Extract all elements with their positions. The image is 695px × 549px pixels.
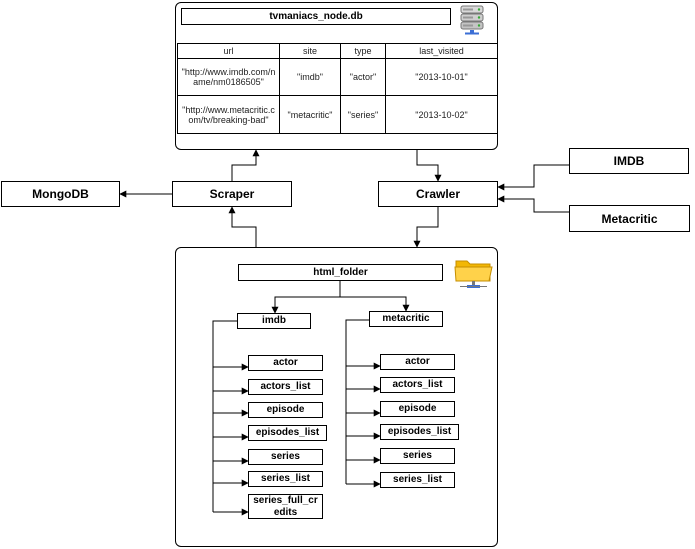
- arrow-root-to-metacritic: [340, 296, 410, 312]
- cell-site: "metacritic": [279, 95, 341, 134]
- html-folder-root: html_folder: [238, 264, 443, 281]
- folder-network-icon: [454, 260, 493, 288]
- mongodb-node: MongoDB: [1, 181, 120, 207]
- table-row: "http://www.metacritic.com/tv/breaking-b…: [177, 95, 498, 134]
- metacritic-item-episode: episode: [380, 401, 455, 417]
- metacritic-item-episodes-list: episodes_list: [380, 424, 459, 440]
- metacritic-item-series-list: series_list: [380, 472, 455, 488]
- arrow-scraper-to-database: [231, 149, 260, 181]
- arrow-root-to-imdb: [271, 281, 341, 314]
- arrow-imdb-to-crawler: [497, 164, 569, 191]
- imdb-source-node: IMDB: [569, 148, 689, 174]
- cell-type: "series": [340, 95, 386, 134]
- metacritic-item-actors-list: actors_list: [380, 377, 455, 393]
- arrow-folder-to-scraper: [228, 206, 257, 247]
- cell-type: "actor": [340, 58, 386, 96]
- cell-last-visited: "2013-10-01": [385, 58, 498, 96]
- database-icon: [460, 5, 484, 35]
- imdb-item-actor: actor: [248, 355, 323, 371]
- metacritic-tree-spine: [345, 319, 369, 484]
- imdb-tree-spine: [212, 320, 237, 512]
- imdb-item-series: series: [248, 449, 323, 465]
- imdb-item-series-list: series_list: [248, 471, 323, 487]
- imdb-item-actors-list: actors_list: [248, 379, 323, 395]
- imdb-item-series-full-credits: series_full_credits: [248, 494, 323, 519]
- arrow-metacritic-to-crawler: [497, 195, 569, 213]
- scraper-node: Scraper: [172, 181, 292, 207]
- cell-site: "imdb": [279, 58, 341, 96]
- table-header-row: url site type last_visited: [177, 43, 498, 59]
- metacritic-item-actor: actor: [380, 354, 455, 370]
- metacritic-source-node: Metacritic: [569, 205, 690, 232]
- database-title: tvmaniacs_node.db: [181, 8, 451, 25]
- cell-last-visited: "2013-10-02": [385, 95, 498, 134]
- metacritic-item-series: series: [380, 448, 455, 464]
- arrow-crawler-to-folder: [413, 207, 439, 248]
- imdb-item-episodes-list: episodes_list: [248, 425, 327, 441]
- crawl-queue-table: url site type last_visited "http://www.i…: [177, 43, 498, 134]
- arrow-database-to-crawler: [416, 150, 442, 182]
- cell-url: "http://www.metacritic.com/tv/breaking-b…: [177, 95, 280, 134]
